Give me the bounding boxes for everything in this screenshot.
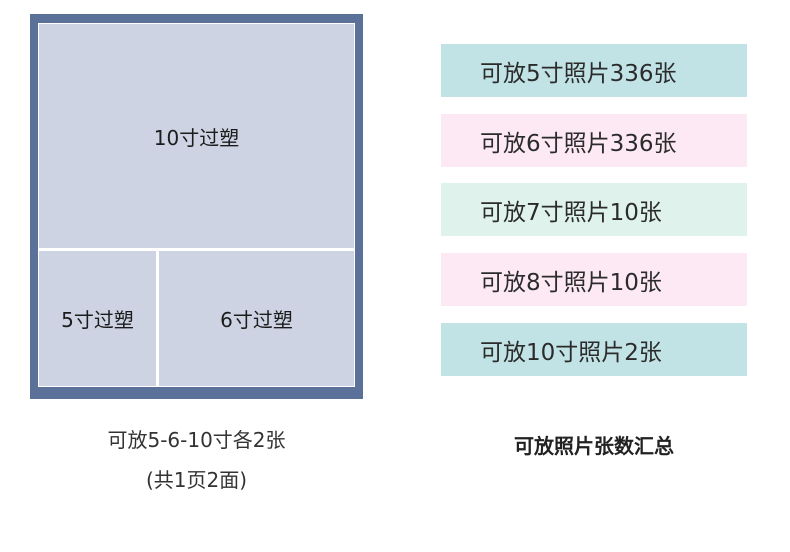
summary-item-label: 可放8寸照片10张 xyxy=(480,269,662,296)
summary-item-5-inch: 可放5寸照片336张 xyxy=(441,44,747,97)
summary-item-10-inch: 可放10寸照片2张 xyxy=(441,323,747,376)
slot-5-label: 5寸过塑 xyxy=(61,308,134,332)
album-caption-line2: (共1页2面) xyxy=(145,468,248,492)
summary-item-6-inch: 可放6寸照片336张 xyxy=(441,114,747,167)
slot-5-inch: 5寸过塑 xyxy=(39,251,156,386)
summary-item-label: 可放10寸照片2张 xyxy=(480,339,662,366)
summary-item-8-inch: 可放8寸照片10张 xyxy=(441,253,747,306)
album-caption-line1: 可放5-6-10寸各2张 xyxy=(107,428,286,452)
summary-item-label: 可放6寸照片336张 xyxy=(480,130,677,157)
slot-6-label: 6寸过塑 xyxy=(220,308,293,332)
summary-item-label: 可放7寸照片10张 xyxy=(480,199,662,226)
summary-title: 可放照片张数汇总 xyxy=(514,434,674,458)
album-frame: 10寸过塑 5寸过塑 6寸过塑 xyxy=(30,14,363,399)
album-page: 10寸过塑 5寸过塑 6寸过塑 xyxy=(38,23,355,387)
slot-10-label: 10寸过塑 xyxy=(153,125,240,150)
slot-10-inch: 10寸过塑 xyxy=(39,24,354,248)
summary-item-label: 可放5寸照片336张 xyxy=(480,60,677,87)
summary-item-7-inch: 可放7寸照片10张 xyxy=(441,183,747,236)
slot-6-inch: 6寸过塑 xyxy=(159,251,354,386)
